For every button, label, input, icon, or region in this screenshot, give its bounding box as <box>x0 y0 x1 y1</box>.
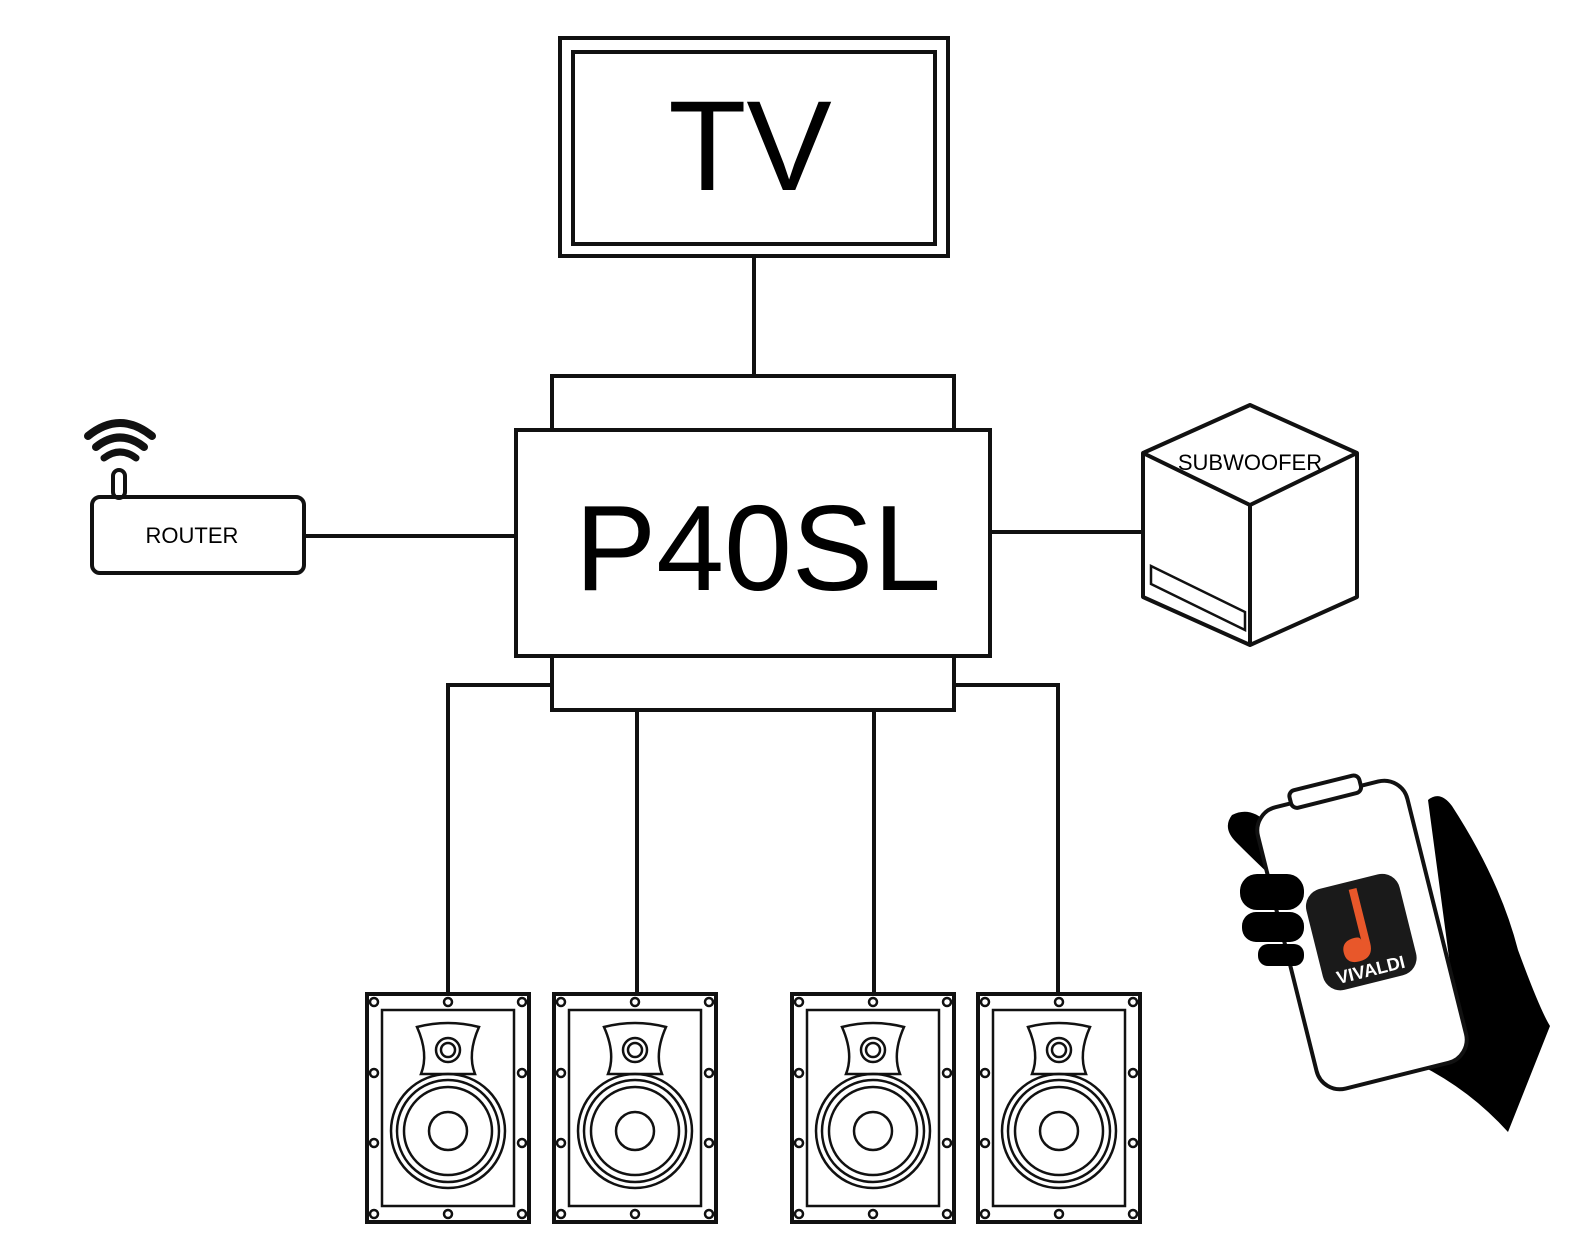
speaker <box>790 992 956 1224</box>
hand-holding-phone-icon: VIVALDI <box>1227 773 1550 1132</box>
speaker <box>976 992 1142 1224</box>
speaker <box>365 992 531 1224</box>
router: ROUTER <box>84 419 306 575</box>
in-wall-speaker-icon <box>552 992 718 1224</box>
in-wall-speaker-icon <box>976 992 1142 1224</box>
speaker-connections <box>446 683 1060 996</box>
router-label: ROUTER <box>146 523 239 548</box>
in-wall-speaker-icon <box>365 992 531 1224</box>
subwoofer-label: SUBWOOFER <box>1178 450 1322 475</box>
tv: TV <box>558 36 950 258</box>
amplifier-label: P40SL <box>575 480 941 616</box>
in-wall-speaker-icon <box>790 992 956 1224</box>
amplifier: P40SL <box>514 374 992 712</box>
speaker <box>552 992 718 1224</box>
subwoofer: SUBWOOFER <box>1141 403 1359 647</box>
wifi-icon <box>84 419 156 462</box>
tv-label: TV <box>668 75 832 218</box>
